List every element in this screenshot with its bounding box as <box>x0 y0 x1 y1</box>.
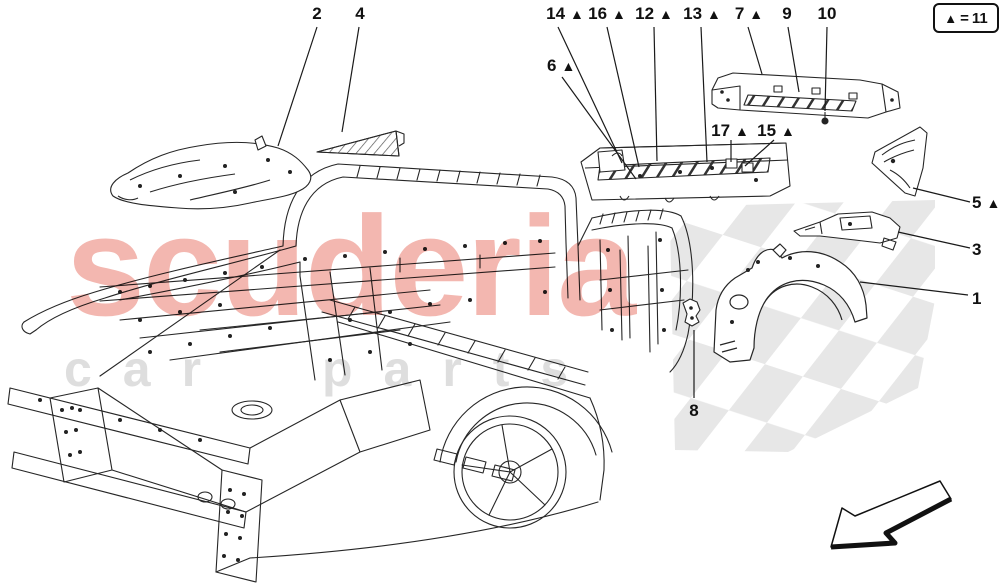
direction-arrow-icon <box>830 480 953 550</box>
callout-5: 5▲ <box>972 193 1000 212</box>
part-4-drawing <box>316 130 405 157</box>
legend-value: 11 <box>971 9 988 27</box>
triangle-marker-icon: ▲ <box>735 122 749 139</box>
leader-line-4 <box>341 26 360 133</box>
callout-10: 10 <box>817 4 837 23</box>
leader-line-16 <box>606 26 640 168</box>
legend-equals: = <box>960 9 969 27</box>
callout-13: 13▲ <box>683 4 721 23</box>
callout-9: 9 <box>782 4 792 23</box>
callout-6: 6▲ <box>547 56 576 75</box>
triangle-marker-icon: ▲ <box>781 122 795 139</box>
callout-12: 12▲ <box>635 4 673 23</box>
leader-line-2 <box>277 26 318 147</box>
leader-line-7 <box>747 26 763 75</box>
callout-15: 15▲ <box>757 121 795 140</box>
triangle-marker-icon: ▲ <box>986 194 1000 211</box>
rear-panel-drawing <box>711 72 901 125</box>
rear-crossmember-drawing <box>580 142 791 203</box>
callout-1: 1 <box>972 289 982 308</box>
part-8-drawing <box>682 298 701 327</box>
leader-line-3 <box>897 231 971 249</box>
triangle-marker-icon: ▲ <box>612 5 626 22</box>
leader-line-6 <box>561 76 637 180</box>
callout-3: 3 <box>972 240 982 259</box>
triangle-marker-icon: ▲ <box>707 5 721 22</box>
leader-line-10 <box>824 26 828 112</box>
callout-4: 4 <box>355 4 365 23</box>
leader-line-5 <box>912 187 971 203</box>
legend-box: ▲ = 11 <box>933 3 999 33</box>
leader-line-1 <box>859 281 969 296</box>
callout-17: 17▲ <box>711 121 749 140</box>
car-body-drawing <box>7 163 694 583</box>
leader-line-13 <box>700 26 708 163</box>
callout-14: 14▲ <box>546 4 584 23</box>
callout-16: 16▲ <box>588 4 626 23</box>
triangle-marker-icon: ▲ <box>561 57 576 74</box>
triangle-marker-icon: ▲ <box>659 5 673 22</box>
leader-lines <box>277 26 971 398</box>
callout-8: 8 <box>689 401 699 420</box>
triangle-marker-icon: ▲ <box>944 10 958 26</box>
checkered-flag-watermark <box>670 200 935 452</box>
part-5-drawing <box>871 126 928 197</box>
part-2-drawing <box>110 135 312 210</box>
callout-7: 7▲ <box>734 4 764 23</box>
callout-2: 2 <box>312 4 322 23</box>
part-1-drawing <box>713 243 868 363</box>
leader-line-12 <box>653 26 658 162</box>
leader-line-9 <box>787 26 800 93</box>
leader-line-14 <box>557 26 623 164</box>
leader-line-15 <box>744 139 775 167</box>
triangle-marker-icon: ▲ <box>749 5 764 22</box>
triangle-marker-icon: ▲ <box>570 5 584 22</box>
